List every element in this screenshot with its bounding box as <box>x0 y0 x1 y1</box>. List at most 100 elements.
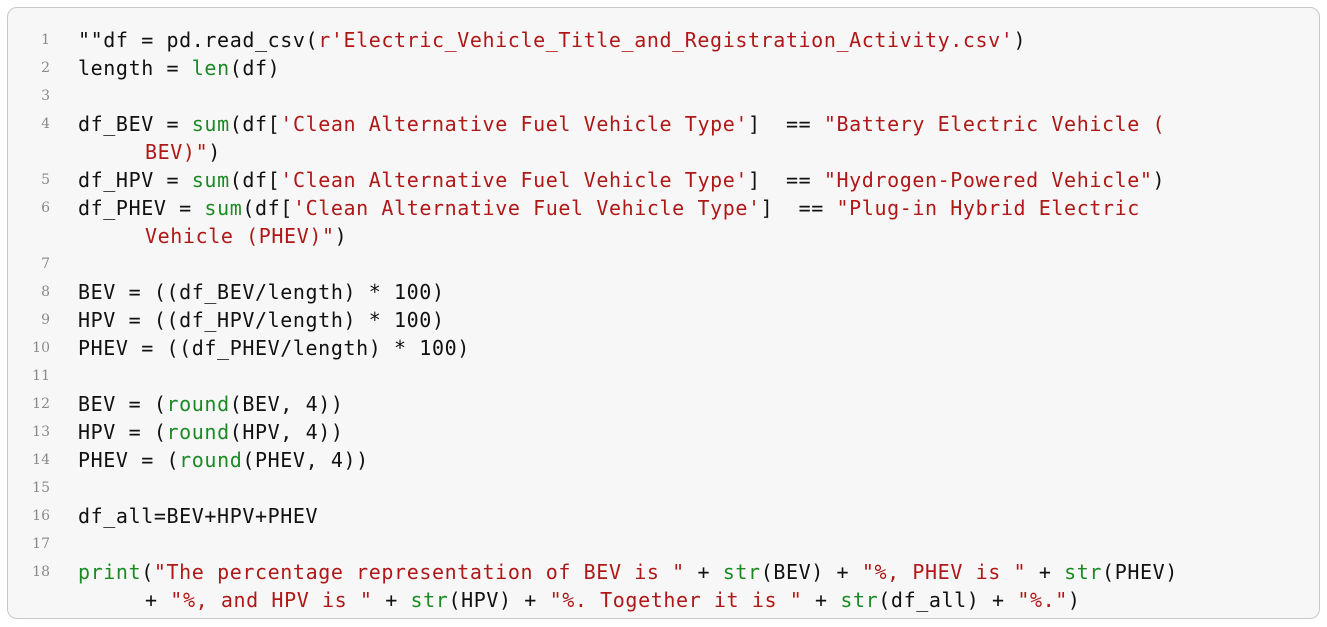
line-number: 5 <box>41 172 50 188</box>
line-number: 14 <box>32 452 50 468</box>
code-text: PHEV = ((df_PHEV/length) * 100) <box>78 336 470 360</box>
code-line: 9 HPV = ((df_HPV/length) * 100) <box>8 306 1321 334</box>
string-token: 'Clean Alternative Fuel Vehicle Type' <box>280 168 749 192</box>
code-text: length = len(df) <box>78 54 280 82</box>
string-token: "Plug-in Hybrid Electric <box>836 196 1140 220</box>
code-token: (df[ <box>242 196 293 220</box>
code-token: PHEV = ( <box>78 448 180 472</box>
builtin-token: sum <box>191 168 230 192</box>
code-token: (PHEV, 4)) <box>242 448 369 472</box>
code-listing: 1 ""df = pd.read_csv(r'Electric_Vehicle_… <box>7 7 1320 619</box>
line-number: 16 <box>32 508 50 524</box>
string-token: "%, PHEV is " <box>861 560 1027 584</box>
code-token: (df[ <box>229 168 281 192</box>
line-number: 4 <box>41 116 50 132</box>
code-text: print("The percentage representation of … <box>78 558 1178 586</box>
code-token: (HPV) + <box>448 588 550 612</box>
code-token: + <box>802 588 841 612</box>
builtin-token: print <box>78 560 142 584</box>
code-token: (PHEV) <box>1102 560 1178 584</box>
code-line: 18 print("The percentage representation … <box>8 558 1321 586</box>
code-line: 8 BEV = ((df_BEV/length) * 100) <box>8 278 1321 306</box>
string-token: Vehicle (PHEV)" <box>145 224 335 248</box>
code-text: df_all=BEV+HPV+PHEV <box>78 504 319 528</box>
code-token: ] == <box>760 196 837 220</box>
code-text: BEV)") <box>145 138 221 166</box>
builtin-token: str <box>840 588 879 612</box>
line-number: 18 <box>32 564 50 580</box>
code-line: 12 BEV = (round(BEV, 4)) <box>8 390 1321 418</box>
code-line: 4 df_BEV = sum(df['Clean Alternative Fue… <box>8 110 1321 138</box>
code-text: BEV = (round(BEV, 4)) <box>78 390 344 418</box>
code-token: ) <box>334 224 348 248</box>
string-token: "%. Together it is " <box>549 588 803 612</box>
code-text: HPV = (round(HPV, 4)) <box>78 418 344 446</box>
code-token: BEV = ( <box>78 392 167 416</box>
line-number: 10 <box>32 340 50 356</box>
builtin-token: str <box>722 560 761 584</box>
line-number: 3 <box>41 88 50 104</box>
code-token: df_HPV = <box>78 168 192 192</box>
code-line: 15 <box>8 474 1321 502</box>
line-number: 9 <box>41 312 50 328</box>
string-token: 'Clean Alternative Fuel Vehicle Type' <box>292 196 761 220</box>
string-token: "%." <box>1017 588 1068 612</box>
code-token: HPV = ( <box>78 420 167 444</box>
code-token: df_PHEV = <box>78 196 205 220</box>
code-token: (BEV, 4)) <box>229 392 344 416</box>
code-text: Vehicle (PHEV)") <box>145 222 347 250</box>
builtin-token: sum <box>204 196 243 220</box>
line-number: 7 <box>41 256 50 272</box>
builtin-token: round <box>166 392 230 416</box>
line-number: 1 <box>41 32 50 48</box>
code-line: 7 <box>8 250 1321 278</box>
builtin-token: round <box>179 448 243 472</box>
code-line: 13 HPV = (round(HPV, 4)) <box>8 418 1321 446</box>
line-number: 15 <box>32 480 50 496</box>
code-token: ""df = pd.read_csv( <box>78 28 319 52</box>
string-token: "Hydrogen-Powered Vehicle" <box>823 168 1153 192</box>
line-number: 13 <box>32 424 50 440</box>
builtin-token: round <box>166 420 230 444</box>
code-token: ] == <box>748 112 824 136</box>
string-token: 'Clean Alternative Fuel Vehicle Type' <box>280 112 749 136</box>
code-token: (df[ <box>229 112 281 136</box>
string-token: "Battery Electric Vehicle ( <box>823 112 1166 136</box>
string-token: BEV)" <box>145 140 209 164</box>
code-text: df_HPV = sum(df['Clean Alternative Fuel … <box>78 166 1165 194</box>
builtin-token: sum <box>191 112 230 136</box>
code-line-continuation: Vehicle (PHEV)") <box>8 222 1321 250</box>
builtin-token: len <box>191 56 230 80</box>
code-token: + <box>684 560 723 584</box>
code-token: ] == <box>748 168 824 192</box>
code-token: ) <box>1152 168 1166 192</box>
code-token: ( <box>141 560 154 584</box>
code-token: (df) <box>229 56 281 80</box>
code-line-continuation: + "%, and HPV is " + str(HPV) + "%. Toge… <box>8 586 1321 614</box>
builtin-token: str <box>1064 560 1103 584</box>
code-line: 10 PHEV = ((df_PHEV/length) * 100) <box>8 334 1321 362</box>
code-token: (HPV, 4)) <box>229 420 344 444</box>
code-line: 5 df_HPV = sum(df['Clean Alternative Fue… <box>8 166 1321 194</box>
line-number: 11 <box>32 368 50 384</box>
code-text: PHEV = (round(PHEV, 4)) <box>78 446 369 474</box>
code-text: HPV = ((df_HPV/length) * 100) <box>78 308 445 332</box>
code-line: 3 <box>8 82 1321 110</box>
code-line: 2 length = len(df) <box>8 54 1321 82</box>
code-text: + "%, and HPV is " + str(HPV) + "%. Toge… <box>145 586 1081 614</box>
line-number: 6 <box>41 200 50 216</box>
code-text: df_BEV = sum(df['Clean Alternative Fuel … <box>78 110 1165 138</box>
line-number: 8 <box>41 284 50 300</box>
string-token: "The percentage representation of BEV is… <box>153 560 685 584</box>
line-number: 17 <box>32 536 50 552</box>
code-text: BEV = ((df_BEV/length) * 100) <box>78 280 445 304</box>
code-token: ) <box>208 140 221 164</box>
code-token: ) <box>1067 588 1081 612</box>
code-text: df_PHEV = sum(df['Clean Alternative Fuel… <box>78 194 1140 222</box>
string-token: "%, and HPV is " <box>170 588 373 612</box>
code-token: length = <box>78 56 192 80</box>
code-line: 16 df_all=BEV+HPV+PHEV <box>8 502 1321 530</box>
code-line-continuation: BEV)") <box>8 138 1321 166</box>
line-number: 2 <box>41 60 50 76</box>
code-line: 11 <box>8 362 1321 390</box>
